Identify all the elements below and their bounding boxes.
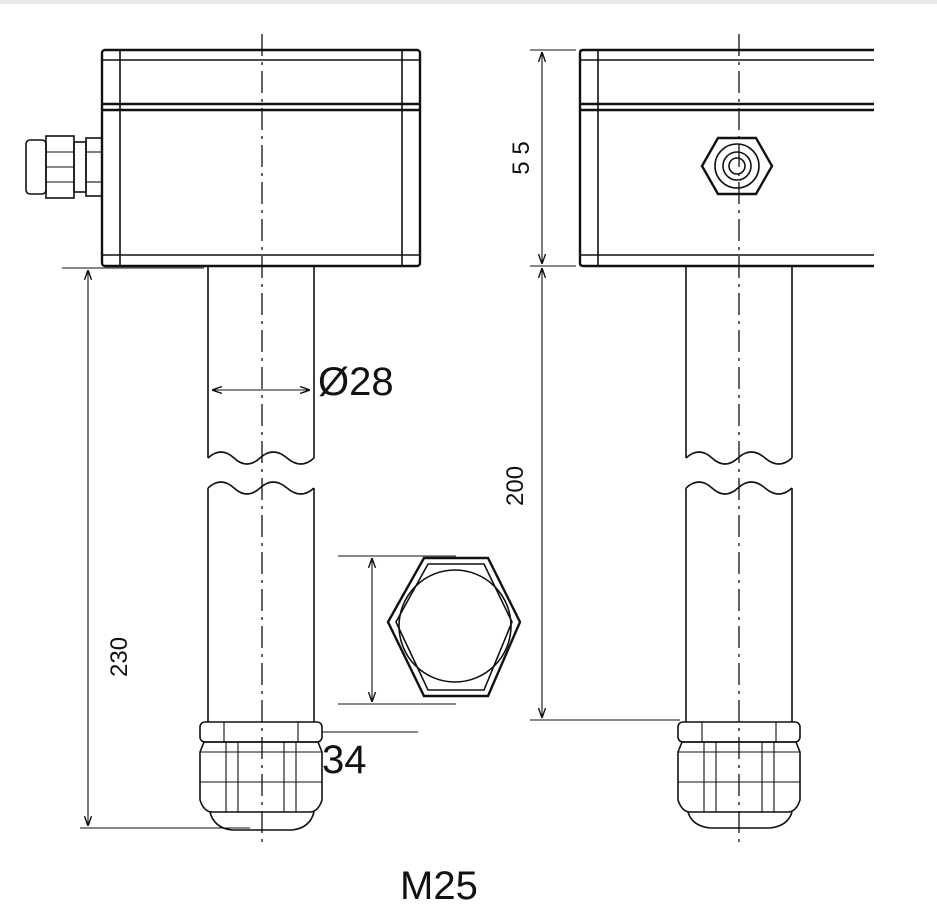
right-pipe xyxy=(685,266,793,722)
dim-pipe-length-lines xyxy=(530,268,680,721)
dim-box-height-label: 5 5 xyxy=(508,141,535,175)
right-enclosure xyxy=(578,48,874,268)
dim-total-lines xyxy=(62,267,250,829)
left-view xyxy=(25,34,422,842)
left-enclosure xyxy=(100,48,422,268)
dim-diameter-label: Ø28 xyxy=(318,360,394,404)
right-view xyxy=(530,34,874,842)
dim-hex-label: 34 xyxy=(322,738,367,782)
dim-total-label: 230 xyxy=(106,636,133,677)
left-pipe xyxy=(207,266,315,722)
dim-pipe-length-label: 200 xyxy=(502,465,529,506)
right-front-gland xyxy=(700,136,774,196)
gland-thread-label: M25 xyxy=(400,864,478,908)
hex-nut-detail xyxy=(338,555,522,705)
top-border xyxy=(0,0,937,4)
left-bottom-gland xyxy=(199,721,323,831)
dim-box-height-lines xyxy=(530,49,576,267)
left-side-gland xyxy=(25,135,103,199)
